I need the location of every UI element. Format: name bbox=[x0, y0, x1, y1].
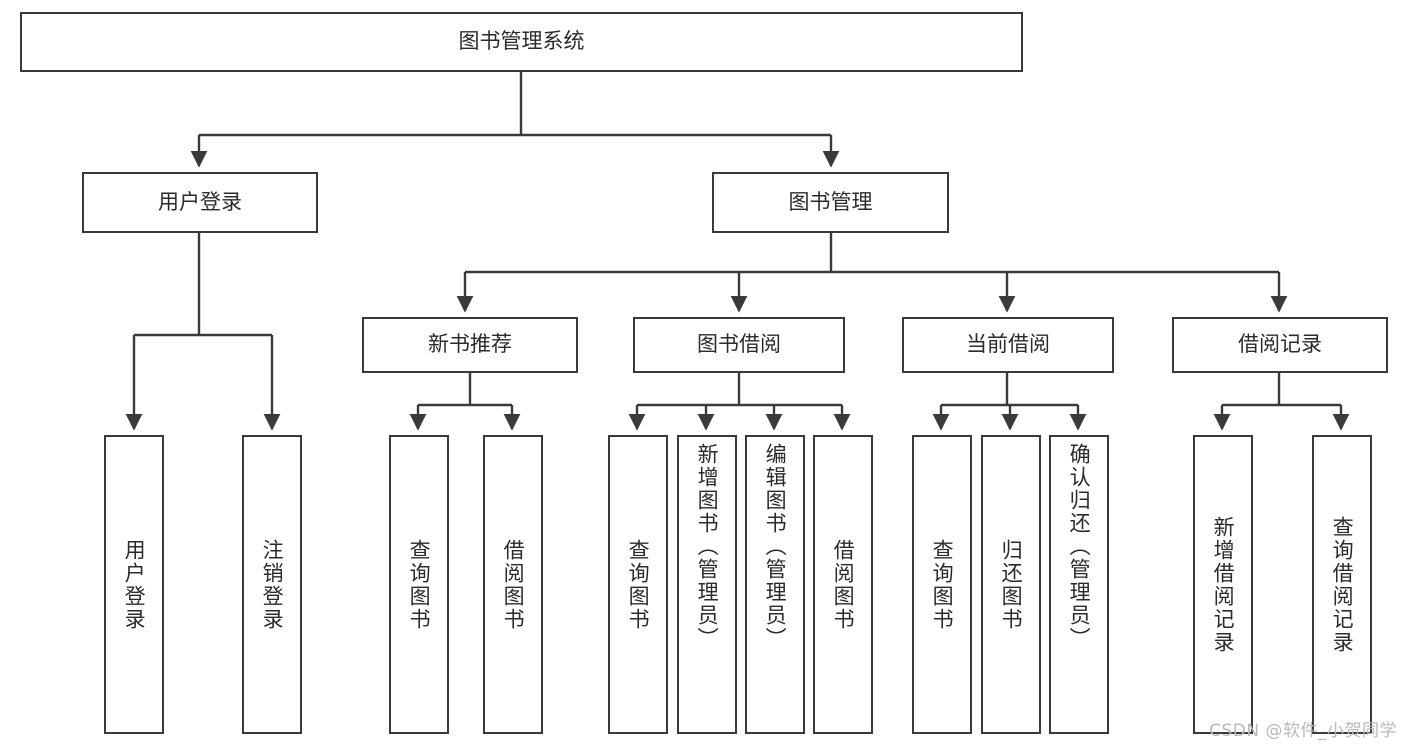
node-book-borrow[interactable]: 图书借阅 bbox=[633, 317, 845, 373]
node-leaf-return-book[interactable]: 归还图书 bbox=[981, 435, 1041, 734]
node-leaf-borrow-book-1-label: 借阅图书 bbox=[501, 538, 526, 631]
node-user-login[interactable]: 用户登录 bbox=[82, 172, 318, 233]
node-leaf-edit-book[interactable]: 编辑图书（管理员） bbox=[745, 435, 805, 734]
node-book-manage[interactable]: 图书管理 bbox=[712, 172, 949, 233]
node-leaf-user-login[interactable]: 用户登录 bbox=[104, 435, 164, 734]
node-leaf-borrow-book-2-label: 借阅图书 bbox=[831, 538, 856, 631]
node-borrow-record[interactable]: 借阅记录 bbox=[1172, 317, 1388, 373]
node-user-login-label: 用户登录 bbox=[158, 189, 242, 214]
node-leaf-confirm-return[interactable]: 确认归还（管理员） bbox=[1049, 435, 1109, 734]
node-leaf-user-login-label: 用户登录 bbox=[122, 538, 147, 631]
node-leaf-query-record-label: 查询借阅记录 bbox=[1330, 515, 1355, 654]
node-leaf-return-book-label: 归还图书 bbox=[999, 538, 1024, 631]
node-leaf-add-record[interactable]: 新增借阅记录 bbox=[1193, 435, 1253, 734]
node-leaf-query-record[interactable]: 查询借阅记录 bbox=[1312, 435, 1372, 734]
node-new-book-recommend-label: 新书推荐 bbox=[428, 332, 512, 357]
node-new-book-recommend[interactable]: 新书推荐 bbox=[362, 317, 578, 373]
node-leaf-borrow-book-1[interactable]: 借阅图书 bbox=[483, 435, 543, 734]
node-leaf-query-book-1-label: 查询图书 bbox=[407, 538, 432, 631]
node-current-borrow[interactable]: 当前借阅 bbox=[902, 317, 1114, 373]
node-root-label: 图书管理系统 bbox=[458, 29, 585, 54]
node-leaf-user-logout-label: 注销登录 bbox=[260, 538, 285, 631]
node-leaf-add-book[interactable]: 新增图书（管理员） bbox=[677, 435, 737, 734]
watermark-text: CSDN @软件_小贺同学 bbox=[1209, 721, 1397, 741]
node-borrow-record-label: 借阅记录 bbox=[1238, 332, 1322, 357]
node-leaf-user-logout[interactable]: 注销登录 bbox=[242, 435, 302, 734]
node-book-borrow-label: 图书借阅 bbox=[697, 332, 781, 357]
node-leaf-edit-book-label: 编辑图书（管理员） bbox=[763, 443, 788, 650]
node-leaf-query-book-1[interactable]: 查询图书 bbox=[389, 435, 449, 734]
node-current-borrow-label: 当前借阅 bbox=[966, 332, 1050, 357]
node-leaf-add-record-label: 新增借阅记录 bbox=[1211, 515, 1236, 654]
node-leaf-query-book-3[interactable]: 查询图书 bbox=[912, 435, 972, 734]
node-leaf-add-book-label: 新增图书（管理员） bbox=[695, 443, 720, 650]
node-leaf-query-book-2-label: 查询图书 bbox=[626, 538, 651, 631]
node-book-manage-label: 图书管理 bbox=[788, 189, 873, 214]
node-leaf-confirm-return-label: 确认归还（管理员） bbox=[1067, 443, 1092, 650]
node-leaf-query-book-2[interactable]: 查询图书 bbox=[608, 435, 668, 734]
node-leaf-query-book-3-label: 查询图书 bbox=[930, 538, 955, 631]
node-root[interactable]: 图书管理系统 bbox=[20, 12, 1023, 72]
node-leaf-borrow-book-2[interactable]: 借阅图书 bbox=[813, 435, 873, 734]
